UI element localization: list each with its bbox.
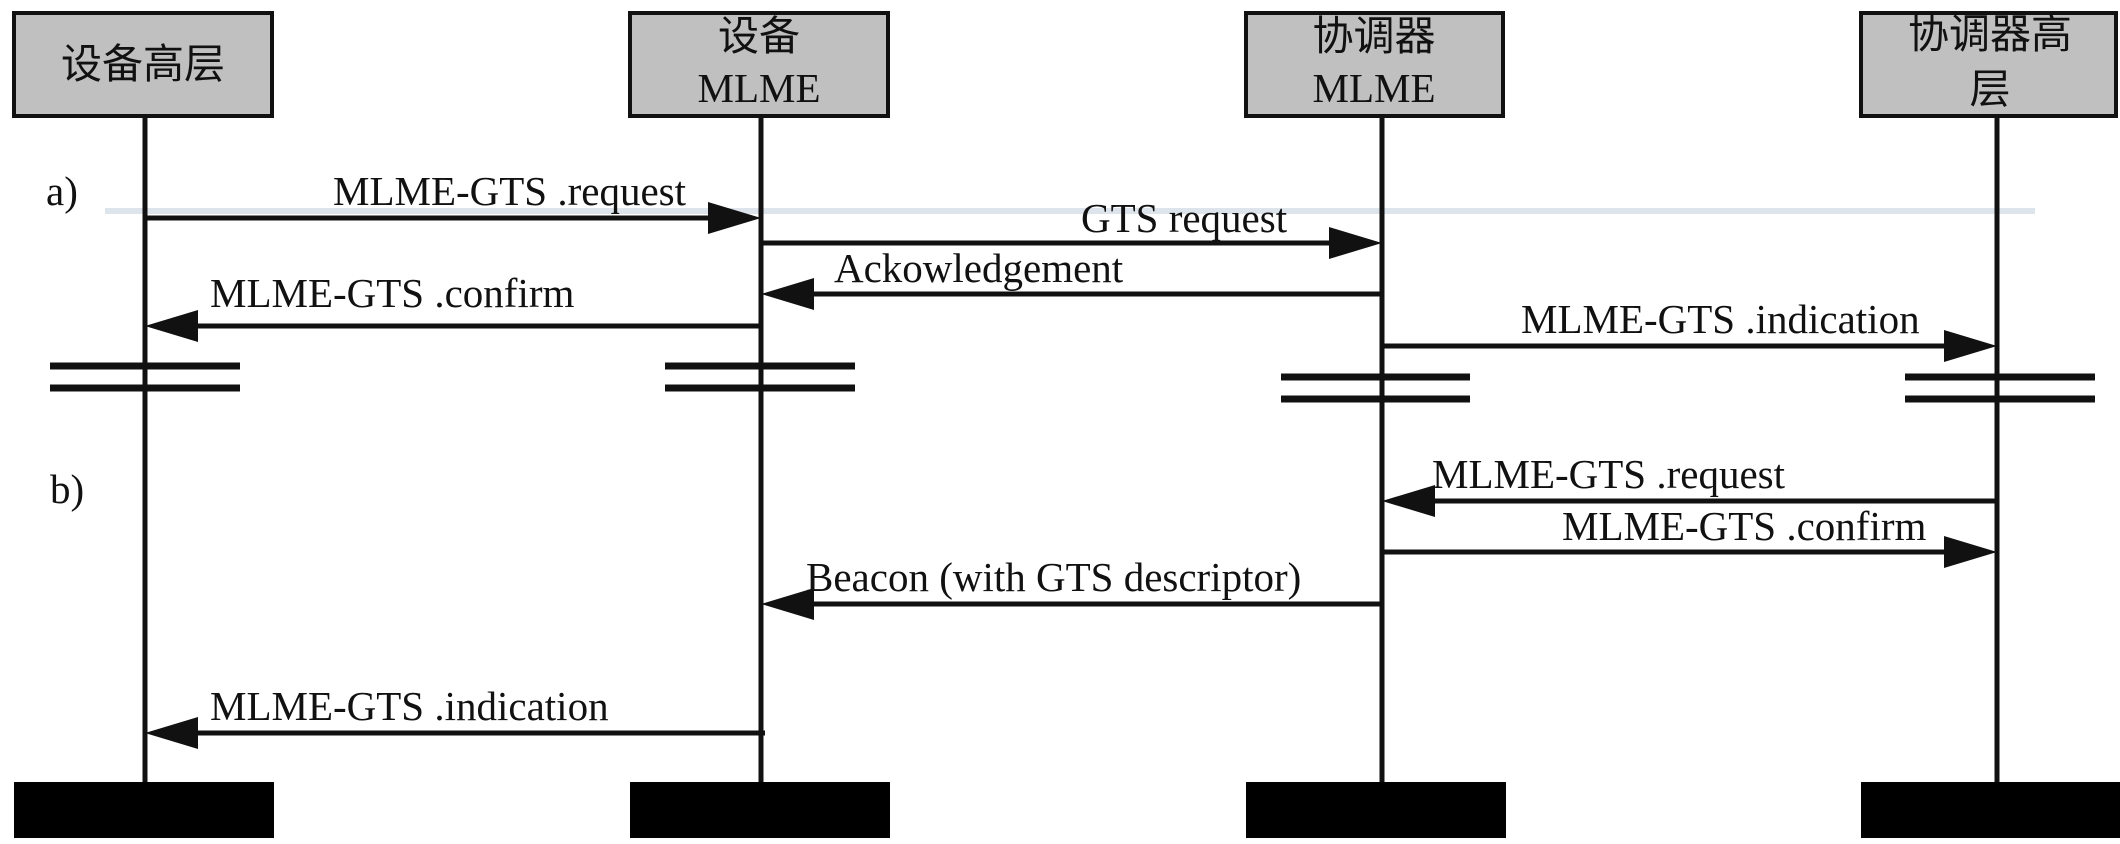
section-separators: [50, 362, 2095, 403]
message-arrow: Beacon (with GTS descriptor): [761, 554, 1382, 620]
participant-label: 设备: [718, 13, 800, 59]
message-label: Ackowledgement: [834, 245, 1124, 291]
message-label: MLME-GTS .request: [333, 168, 687, 214]
section-label-a: a): [46, 168, 78, 214]
message-arrow: MLME-GTS .confirm: [1382, 503, 1997, 568]
participant-device-upper: 设备高层: [12, 11, 274, 118]
message-label: GTS request: [1081, 195, 1288, 241]
message-label: MLME-GTS .indication: [210, 683, 609, 729]
participant-footers: [14, 782, 2120, 838]
message-label: MLME-GTS .indication: [1521, 296, 1920, 342]
participant-coord-upper: 协调器高 层: [1859, 11, 2118, 118]
participant-coord-mlme: 协调器 MLME: [1244, 11, 1505, 118]
footer-device-upper: [14, 782, 274, 838]
footer-coord-upper: [1861, 782, 2120, 838]
message-arrow: MLME-GTS .request: [145, 168, 761, 234]
message-label: MLME-GTS .confirm: [210, 270, 575, 316]
message-arrow: MLME-GTS .request: [1382, 451, 1997, 517]
message-arrow: MLME-GTS .indication: [145, 683, 765, 749]
section-label-b: b): [50, 466, 84, 512]
message-label: MLME-GTS .request: [1432, 451, 1786, 497]
participant-label: 协调器高: [1908, 11, 2072, 57]
participant-headers: 设备高层 设备 MLME 协调器 MLME 协调器高 层: [12, 11, 2118, 118]
participant-device-mlme: 设备 MLME: [628, 11, 890, 118]
message-arrow: MLME-GTS .confirm: [145, 270, 761, 342]
messages: MLME-GTS .request GTS request Ackowledge…: [145, 168, 1997, 749]
lifelines: [142, 116, 2000, 782]
message-arrow: GTS request: [761, 195, 1382, 259]
footer-coord-mlme: [1246, 782, 1506, 838]
participant-label: MLME: [1313, 65, 1436, 111]
participant-label: 协调器: [1313, 13, 1436, 59]
message-label: Beacon (with GTS descriptor): [806, 554, 1301, 600]
participant-label: 层: [1970, 66, 2011, 112]
participant-label: MLME: [698, 65, 821, 111]
message-arrow: Ackowledgement: [761, 245, 1382, 310]
message-label: MLME-GTS .confirm: [1562, 503, 1927, 549]
message-arrow: MLME-GTS .indication: [1382, 296, 1997, 362]
footer-device-mlme: [630, 782, 890, 838]
participant-label: 设备高层: [61, 41, 225, 87]
